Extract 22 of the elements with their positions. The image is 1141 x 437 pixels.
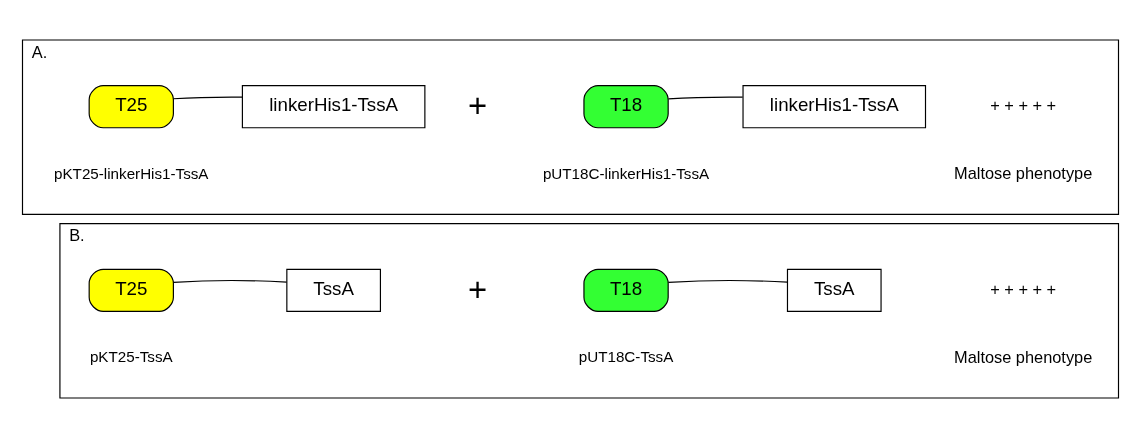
label: Maltose phenotype [954, 163, 1093, 182]
node-box: T18 [583, 268, 669, 312]
node-label: pKT25-linkerHis1-TssA [54, 164, 209, 182]
node-label: pUT18C-TssA [578, 347, 674, 365]
node-label: pUT18C-linkerHis1-TssA [542, 164, 710, 182]
label: Maltose phenotype [954, 347, 1093, 366]
connector [172, 279, 288, 283]
label: + + + + + [990, 279, 1057, 298]
label: + [467, 86, 488, 124]
node-label: pKT25-TssA [89, 347, 173, 365]
node-box: TssA [286, 268, 381, 312]
node-box: T25 [88, 84, 174, 128]
node-box: linkerHis1-TssA [241, 84, 426, 128]
connector [667, 279, 788, 283]
node-box: T25 [88, 268, 174, 312]
label: + [467, 270, 488, 308]
label: + + + + + [990, 95, 1057, 114]
node-box: T18 [583, 84, 669, 128]
node-box: TssA [786, 268, 882, 312]
node-box: linkerHis1-TssA [742, 84, 927, 128]
connector [172, 95, 243, 99]
connector [667, 95, 744, 99]
